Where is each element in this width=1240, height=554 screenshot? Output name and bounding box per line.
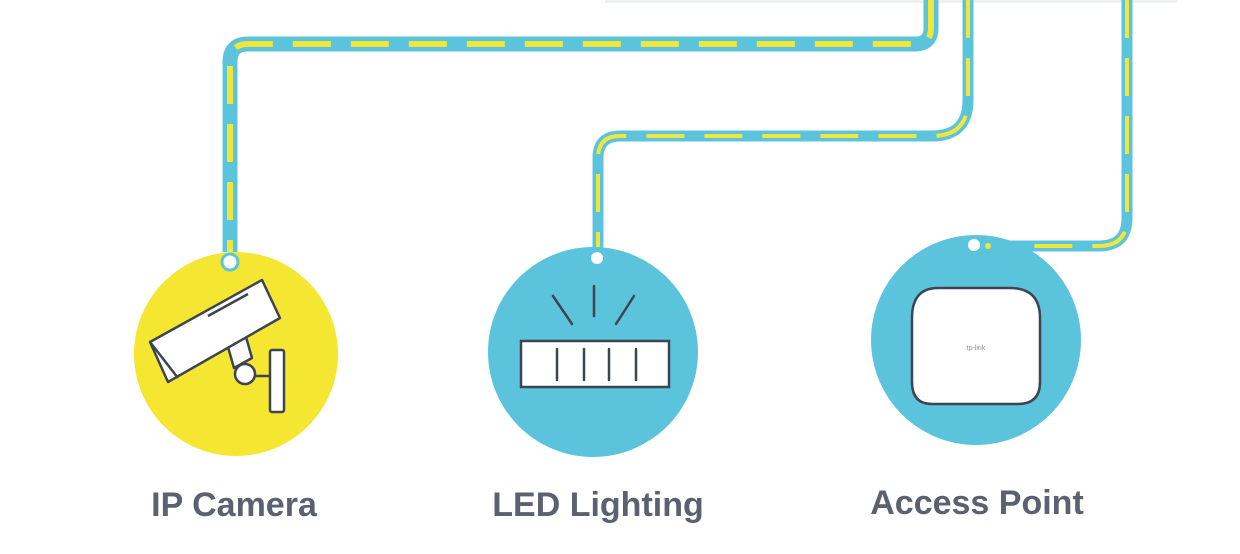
led-light-icon — [519, 284, 671, 389]
ap-logo: tp-link — [967, 345, 986, 352]
device-led-lighting — [488, 247, 698, 457]
device-access-point: tp-link — [871, 235, 1081, 445]
cable-ap — [988, 0, 1133, 252]
ap-port-led — [985, 243, 991, 249]
ap-port — [968, 239, 980, 251]
led-lighting-label: LED Lighting — [492, 486, 704, 524]
ip-camera-label: IP Camera — [151, 486, 317, 524]
led-port — [591, 252, 603, 264]
cable-led — [592, 0, 974, 254]
camera-port — [220, 252, 240, 272]
security-camera-icon — [148, 278, 286, 414]
access-point-icon: tp-link — [910, 286, 1042, 406]
access-point-label: Access Point — [870, 484, 1084, 522]
switch-edge — [605, 0, 1177, 3]
device-ip-camera — [134, 252, 338, 456]
cable-camera — [222, 0, 939, 252]
